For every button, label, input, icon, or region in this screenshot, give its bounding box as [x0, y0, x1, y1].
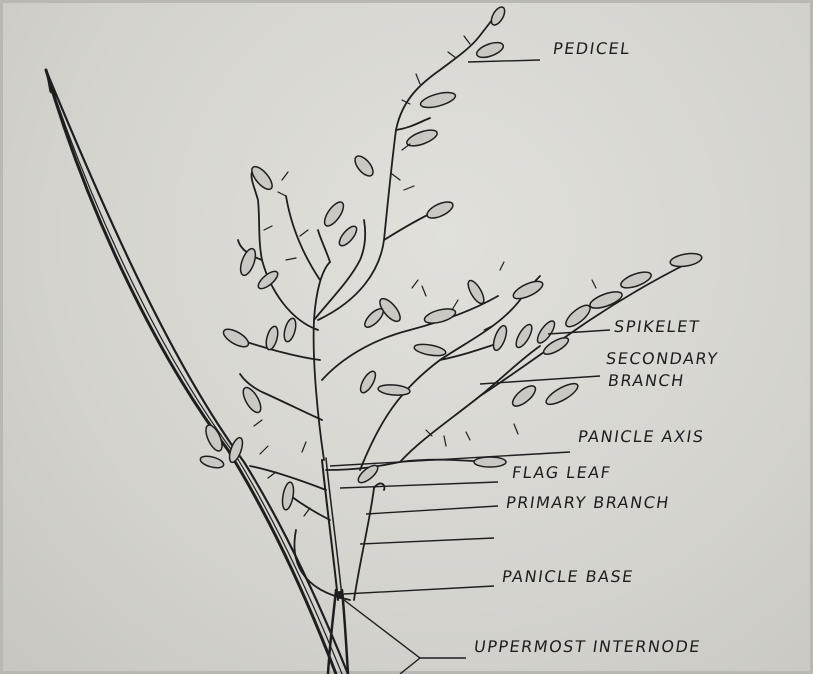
- label-secondary-branch-line2: BRANCH: [607, 372, 686, 390]
- label-panicle-axis: PANICLE AXIS: [577, 428, 706, 446]
- label-spikelet: SPIKELET: [613, 318, 701, 336]
- label-panicle-base: PANICLE BASE: [501, 568, 635, 586]
- label-pedicel: PEDICEL: [552, 40, 632, 58]
- label-secondary-branch-line1: SECONDARY: [605, 350, 720, 368]
- sheath-leader: [360, 538, 494, 544]
- primary-branch-leader: [366, 506, 498, 514]
- uppermost-internode-leader: [344, 600, 466, 658]
- pedicel-leader: [468, 60, 540, 62]
- label-primary-branch: PRIMARY BRANCH: [505, 494, 671, 512]
- spikelet-leader: [548, 330, 610, 334]
- label-flag-leaf: FLAG LEAF: [511, 464, 613, 482]
- flag-leaf-drawing: [46, 70, 348, 674]
- panicle-base-leader: [344, 586, 494, 594]
- label-uppermost-internode: UPPERMOST INTERNODE: [473, 638, 702, 656]
- stem-drawing: [294, 458, 384, 674]
- pedicel-ticks: [254, 36, 596, 516]
